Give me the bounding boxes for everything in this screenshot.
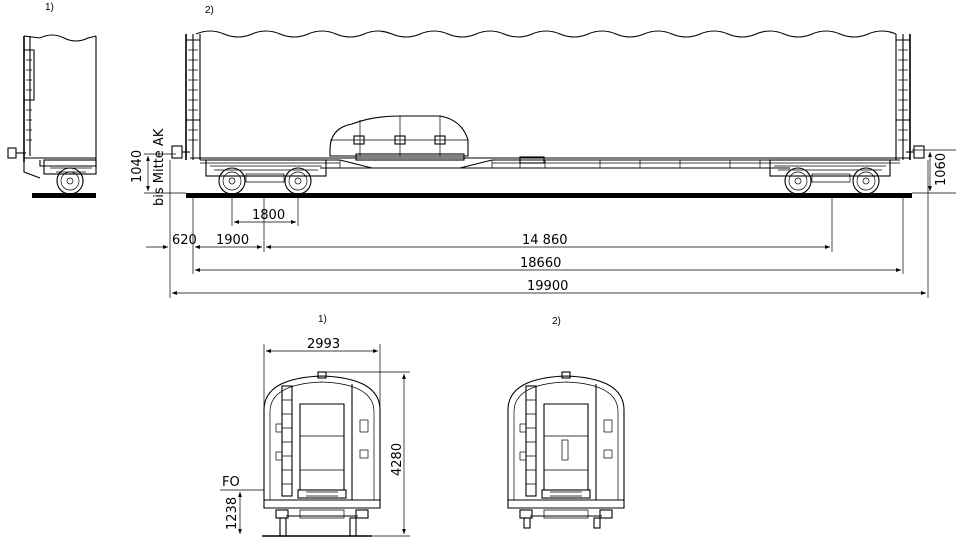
rail-small <box>32 193 96 198</box>
note-label-2: 2) <box>205 5 214 16</box>
dim-axle-offset: 1900 <box>216 233 249 248</box>
dim-height-right: 1060 <box>934 153 949 186</box>
side-view-dimensions: 1040 bis Mitte AK 1060 1800 620 1900 14 … <box>130 128 956 298</box>
dim-pivot-distance: 14 860 <box>522 233 568 248</box>
rail-main <box>186 193 912 198</box>
note-label-end-2: 2) <box>552 316 561 327</box>
floor-label: FO <box>222 475 240 490</box>
end-view-dimensions: 2993 4280 FO 1238 <box>220 337 410 537</box>
note-label-end-1: 1) <box>318 314 327 325</box>
note-label-1: 1) <box>45 2 54 13</box>
dim-height: 4280 <box>390 443 405 476</box>
dim-bogie-wheelbase: 1800 <box>252 208 285 223</box>
dim-axle-mark: 1040 <box>130 150 145 183</box>
dim-axle-mark-note: bis Mitte AK <box>152 128 167 206</box>
end-view-2 <box>507 371 625 529</box>
dim-overhang: 620 <box>172 233 197 248</box>
dim-length-headstocks: 18660 <box>520 256 561 271</box>
dim-floor-height: 1238 <box>225 497 240 530</box>
dim-length-buffers: 19900 <box>527 279 568 294</box>
partial-side-view <box>7 34 97 198</box>
dim-width: 2993 <box>307 337 340 352</box>
end-view-1 <box>262 371 381 537</box>
main-side-view <box>171 30 925 198</box>
